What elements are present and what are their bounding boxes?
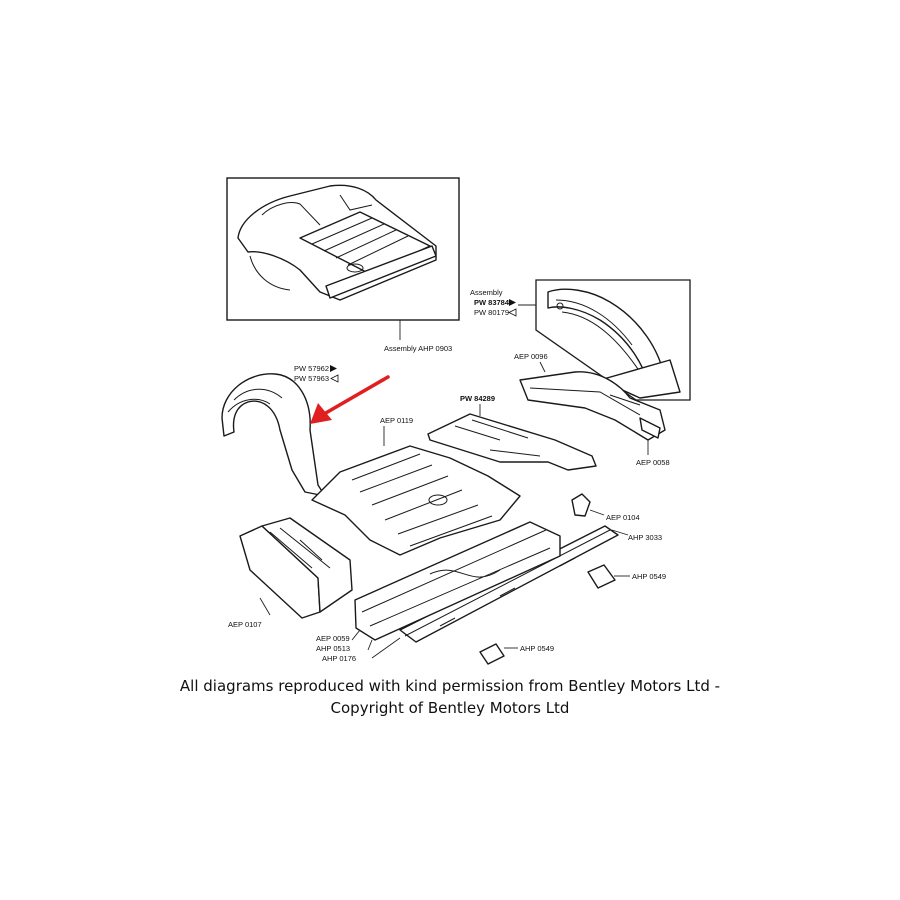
label-assembly-right: Assembly (470, 288, 503, 297)
copyright-caption-line-2: Copyright of Bentley Motors Ltd (330, 699, 570, 717)
label-aep-0104: AEP 0104 (606, 513, 640, 522)
part-aep-0107 (239, 517, 353, 619)
filled-triangle-icon (509, 299, 516, 306)
part-wheel-arch (221, 373, 326, 497)
hollow-triangle-icon (508, 308, 517, 317)
copyright-caption-line-1: All diagrams reproduced with kind permis… (179, 677, 721, 695)
label-pw-57963: PW 57963 (294, 374, 329, 383)
part-aep-0119 (311, 445, 521, 556)
label-aep-0119: AEP 0119 (380, 416, 413, 425)
label-aep-0058: AEP 0058 (636, 458, 670, 467)
label-ahp-0513: AHP 0513 (316, 644, 350, 653)
label-pw-83784: PW 83784 (474, 298, 510, 307)
label-ahp-0903: Assembly AHP 0903 (384, 344, 452, 353)
part-aep-0104 (571, 493, 591, 517)
assembly-ahp-0903-box (226, 177, 460, 321)
assembly-wheelarch-box (535, 279, 691, 401)
label-aep-0096: AEP 0096 (514, 352, 548, 361)
label-ahp-0549-right: AHP 0549 (632, 572, 666, 581)
part-ahp-0549-right (587, 564, 616, 589)
label-aep-0107: AEP 0107 (228, 620, 262, 629)
label-ahp-3033: AHP 3033 (628, 533, 662, 542)
label-pw-80179: PW 80179 (474, 308, 509, 317)
label-ahp-0549-bottom: AHP 0549 (520, 644, 554, 653)
label-pw-84289: PW 84289 (460, 394, 495, 403)
hollow-triangle-icon (330, 374, 339, 383)
label-aep-0059: AEP 0059 (316, 634, 350, 643)
part-aep-0059-crossmember (354, 521, 561, 641)
label-pw-57962: PW 57962 (294, 364, 329, 373)
part-pw-84289 (427, 413, 597, 471)
label-ahp-0176: AHP 0176 (322, 654, 356, 663)
filled-triangle-icon (330, 365, 337, 372)
part-aep-0096 (519, 371, 666, 441)
part-ahp-0549-bottom (479, 643, 505, 665)
red-arrow-icon (310, 375, 390, 424)
